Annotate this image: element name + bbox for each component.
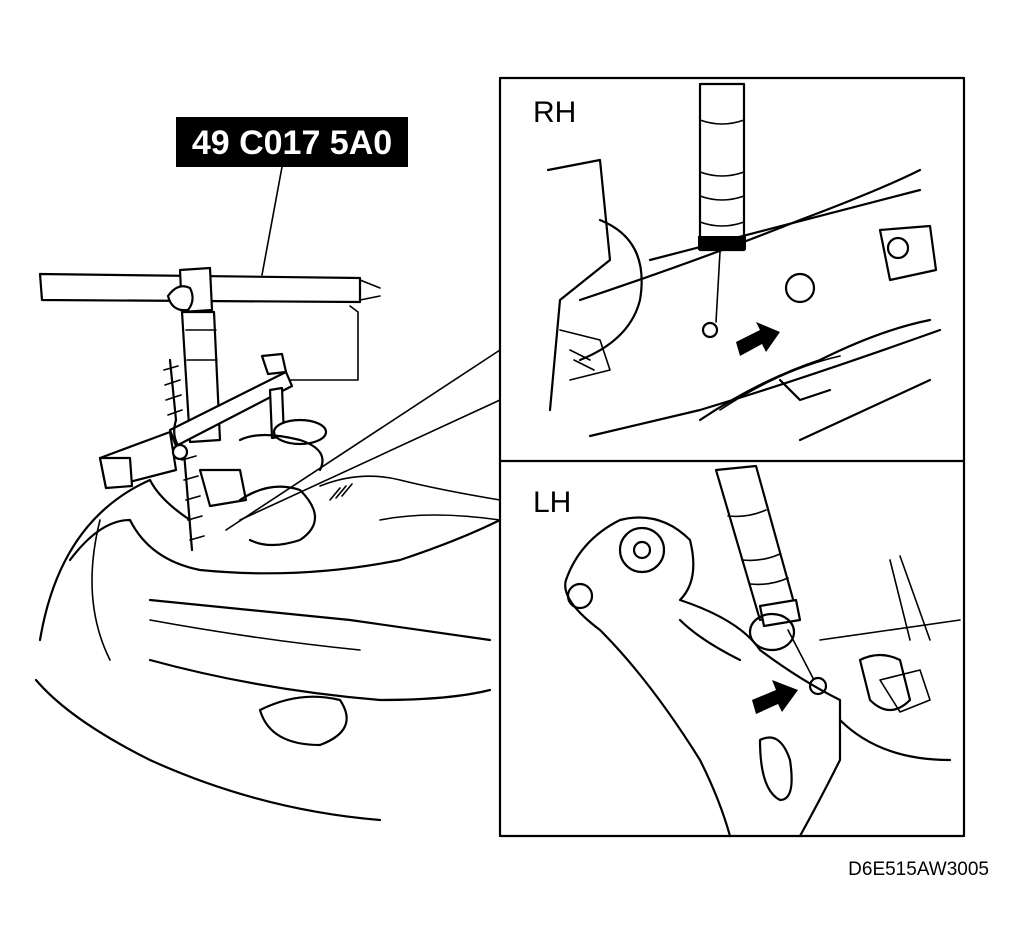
rh-arrow-icon: [736, 322, 780, 356]
detail-rh: RH: [533, 82, 942, 442]
lh-arrow-icon: [752, 680, 798, 714]
tool-leader-line: [261, 166, 283, 276]
rh-label: RH: [533, 96, 576, 129]
detail-leader-upper: [225, 349, 501, 531]
lh-label: LH: [533, 486, 571, 519]
detail-lh: LH: [533, 464, 961, 838]
detail-leader-lower: [239, 399, 501, 521]
figure-code: D6E515AW3005: [848, 859, 989, 880]
engine-support-tool: [38, 266, 381, 552]
tool-label-text: 49 C017 5A0: [192, 124, 392, 162]
engine-body-outline: [34, 433, 502, 822]
tool-label-tag: 49 C017 5A0: [176, 117, 408, 167]
detail-panel-group: RH LH: [498, 76, 966, 838]
main-view: 49 C017 5A0: [34, 117, 502, 822]
